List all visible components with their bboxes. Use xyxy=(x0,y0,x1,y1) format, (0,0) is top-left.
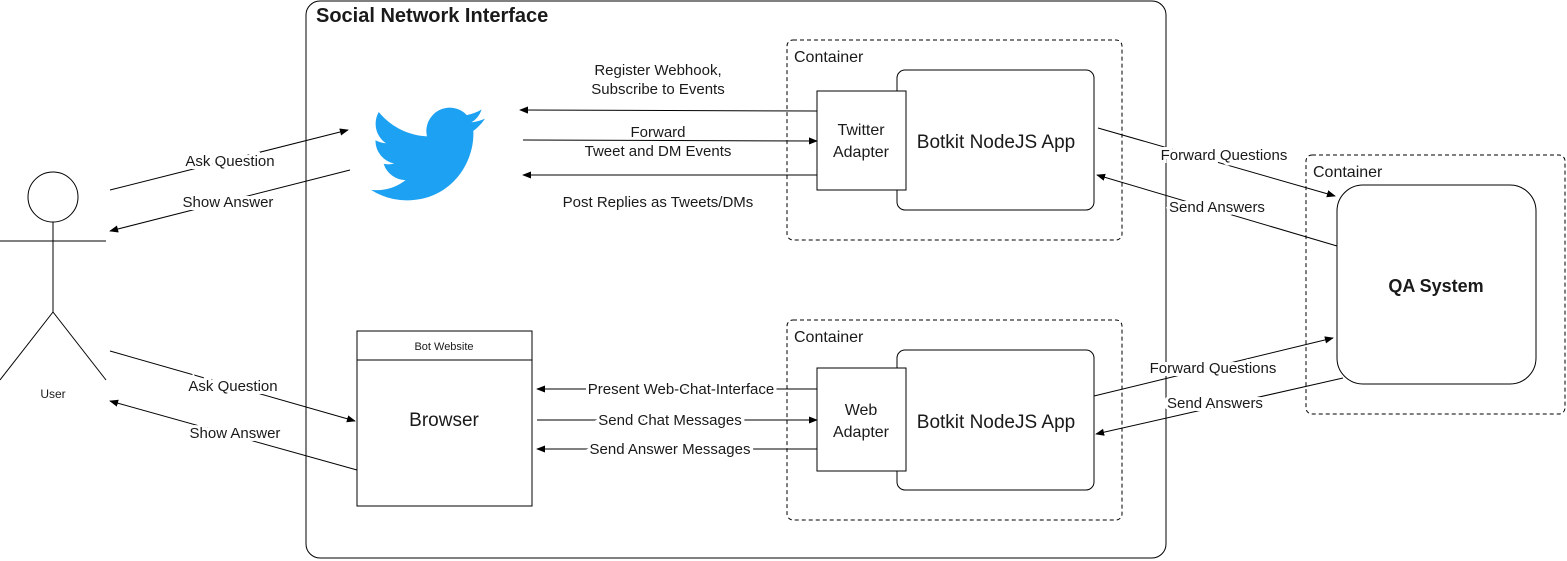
qa-container-label: Container xyxy=(1313,164,1383,181)
register-webhook-label-2: Subscribe to Events xyxy=(591,81,724,98)
twitter-bird-icon xyxy=(371,107,486,201)
twitter-ask-arrow xyxy=(109,128,349,191)
twitter-container xyxy=(786,39,1123,241)
twitter-container-label: Container xyxy=(794,49,864,66)
twitter-ask-label: Ask Question xyxy=(185,153,274,170)
twitter-adapter-label-2: Adapter xyxy=(833,144,890,161)
web-botkit-app-label: Botkit NodeJS App xyxy=(917,412,1075,433)
web-adapter-label-1: Web xyxy=(845,402,878,419)
twitter-botkit-app-label: Botkit NodeJS App xyxy=(917,132,1075,153)
forward-questions-top-label: Forward Questions xyxy=(1161,147,1288,164)
send-answers-bottom-arrow xyxy=(1095,377,1344,436)
twitter-adapter-label-1: Twitter xyxy=(837,122,885,139)
send-answer-label: Send Answer Messages xyxy=(590,441,751,458)
user-label: User xyxy=(40,387,65,401)
page-title: Social Network Interface xyxy=(316,5,548,27)
present-interface-label: Present Web-Chat-Interface xyxy=(588,381,774,398)
register-webhook-label-1: Register Webhook, xyxy=(594,62,721,79)
forward-events-label-1: Forward xyxy=(630,124,685,141)
forward-questions-bottom-label: Forward Questions xyxy=(1150,360,1277,377)
web-show-arrow xyxy=(109,399,358,471)
forward-questions-top-arrow xyxy=(1097,127,1336,198)
twitter-adapter xyxy=(816,90,907,191)
send-answers-top-label: Send Answers xyxy=(1169,199,1265,216)
twitter-show-arrow xyxy=(109,169,351,233)
browser-label: Browser xyxy=(409,410,479,431)
forward-events-label-2: Tweet and DM Events xyxy=(585,143,732,160)
web-ask-label: Ask Question xyxy=(188,378,277,395)
qa-system xyxy=(1336,184,1537,385)
forward-events-arrow xyxy=(522,137,818,145)
post-replies-label: Post Replies as Tweets/DMs xyxy=(563,194,754,211)
web-ask-arrow xyxy=(109,350,356,423)
send-answers-bottom-label: Send Answers xyxy=(1167,395,1263,412)
web-adapter xyxy=(816,367,907,472)
twitter-show-label: Show Answer xyxy=(183,194,274,211)
web-container-label: Container xyxy=(794,329,864,346)
forward-questions-bottom-arrow xyxy=(1093,336,1334,397)
register-webhook-arrow xyxy=(519,106,818,114)
user-actor xyxy=(0,171,107,381)
qa-system-label: QA System xyxy=(1388,276,1483,296)
bot-website-header: Bot Website xyxy=(414,341,473,353)
web-adapter-label-2: Adapter xyxy=(833,424,890,441)
web-show-label: Show Answer xyxy=(190,425,281,442)
send-answers-top-arrow xyxy=(1096,173,1338,247)
send-chat-label: Send Chat Messages xyxy=(598,412,741,429)
qa-container xyxy=(1305,154,1566,415)
